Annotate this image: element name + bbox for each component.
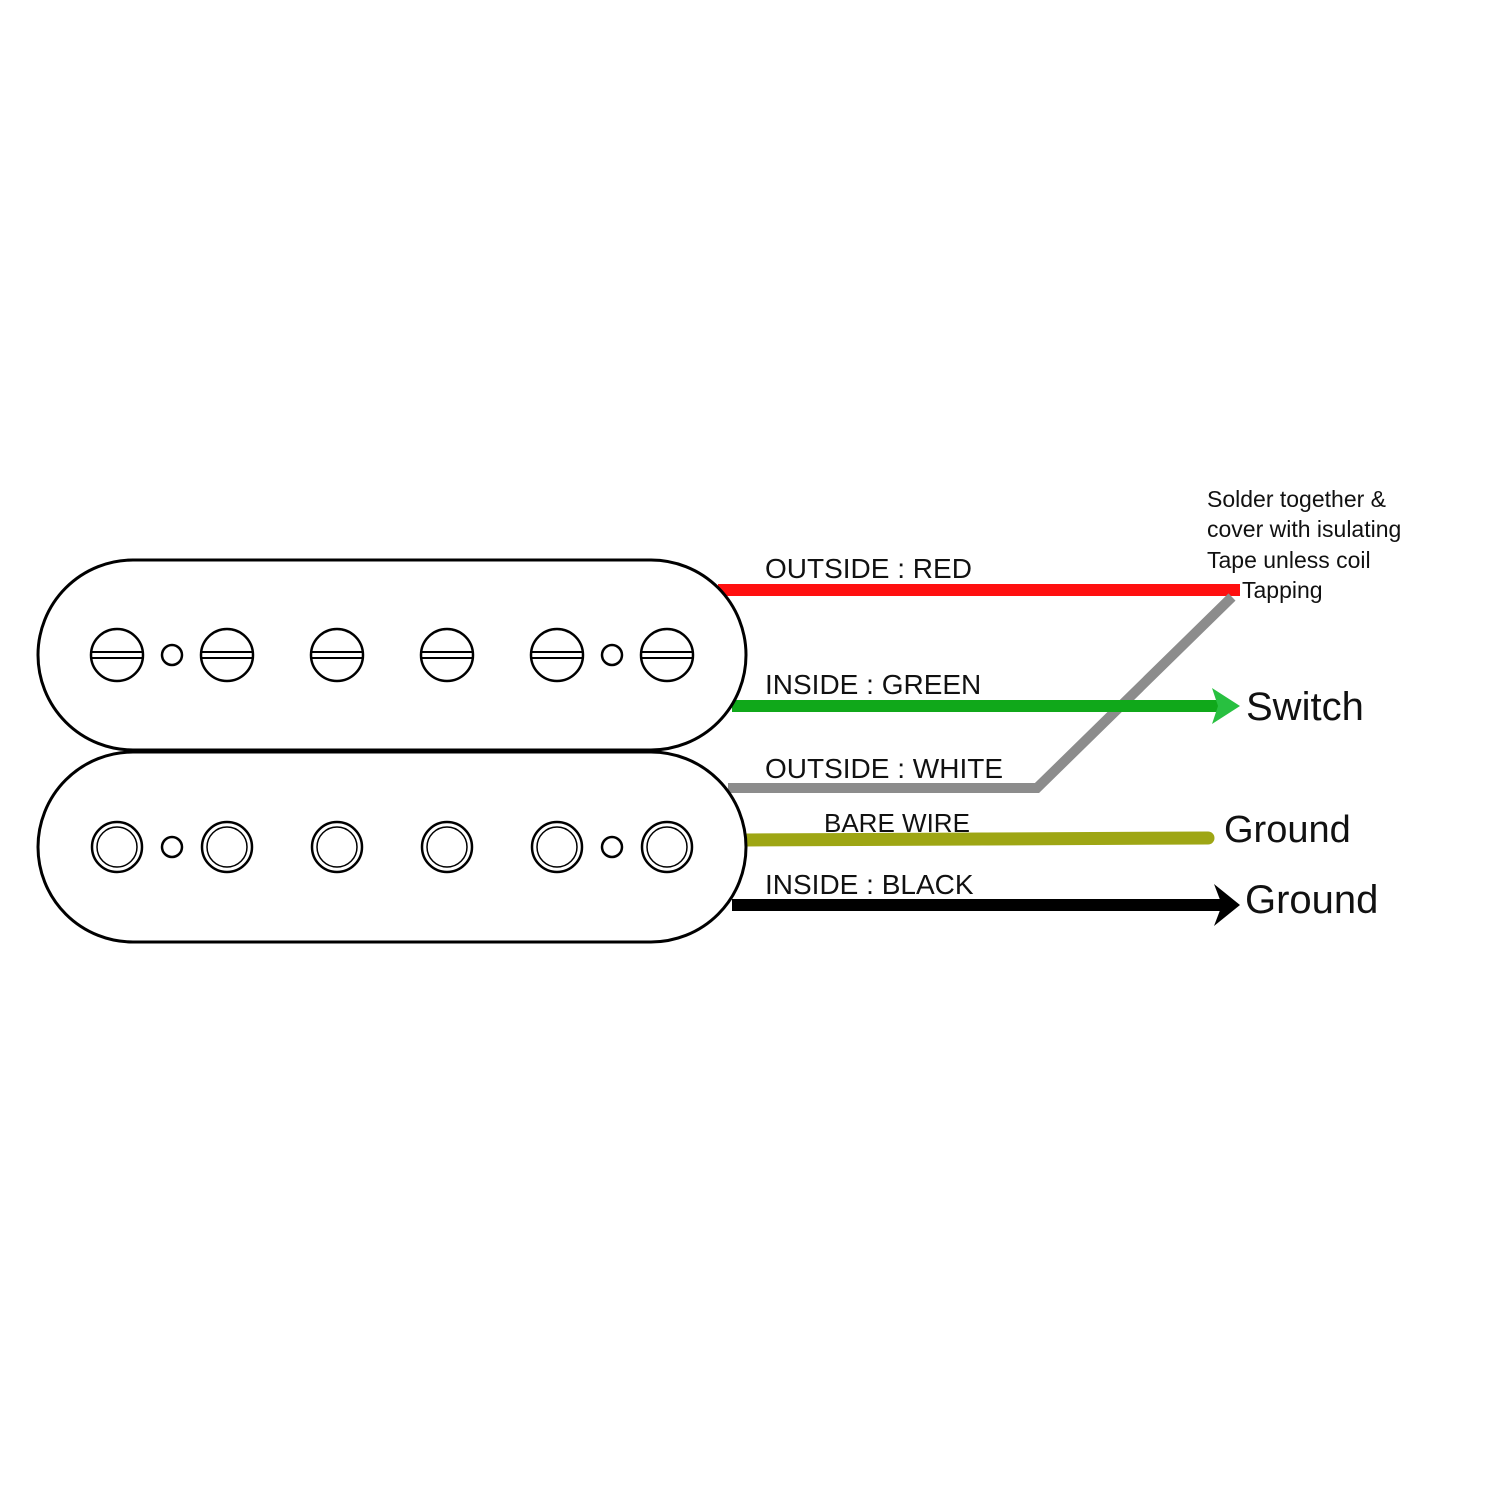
bottom-coil bbox=[36, 750, 748, 944]
solder-note-line: Tapping bbox=[1242, 577, 1323, 603]
ground-label-bare: Ground bbox=[1224, 809, 1351, 851]
slug-pole-icon bbox=[420, 820, 474, 874]
solder-note: Solder together & cover with isulating T… bbox=[1207, 486, 1401, 603]
destination-labels: Switch Ground Ground bbox=[1224, 685, 1378, 922]
top-coil-poles bbox=[89, 627, 695, 683]
slug-pole-icon bbox=[530, 820, 584, 874]
solder-note-line: Tape unless coil bbox=[1207, 547, 1371, 573]
wire-label-black: INSIDE : BLACK bbox=[765, 869, 974, 900]
solder-note-line: Solder together & bbox=[1207, 486, 1386, 512]
slotted-screw-icon bbox=[529, 627, 585, 683]
solder-note-line: cover with isulating bbox=[1207, 516, 1401, 542]
wire-label-green: INSIDE : GREEN bbox=[765, 669, 981, 700]
slotted-screw-icon bbox=[199, 627, 255, 683]
slotted-screw-icon bbox=[89, 627, 145, 683]
slotted-screw-icon bbox=[639, 627, 695, 683]
ground-label-black: Ground bbox=[1245, 878, 1378, 922]
wire-labels: OUTSIDE : RED INSIDE : GREEN OUTSIDE : W… bbox=[765, 553, 1003, 900]
wire-label-white: OUTSIDE : WHITE bbox=[765, 753, 1003, 784]
top-coil bbox=[36, 558, 748, 752]
wire-label-bare: BARE WIRE bbox=[824, 808, 970, 838]
wire-green-arrowhead bbox=[1212, 688, 1240, 724]
mount-hole-icon bbox=[600, 835, 624, 859]
slotted-screw-icon bbox=[309, 627, 365, 683]
slug-pole-icon bbox=[90, 820, 144, 874]
slug-pole-icon bbox=[200, 820, 254, 874]
slug-pole-icon bbox=[640, 820, 694, 874]
slug-pole-icon bbox=[310, 820, 364, 874]
wires bbox=[718, 584, 1240, 926]
mount-hole-icon bbox=[600, 643, 624, 667]
wire-bare bbox=[737, 831, 1215, 847]
mount-hole-icon bbox=[160, 835, 184, 859]
bottom-coil-bobbin bbox=[36, 750, 748, 944]
wire-label-red: OUTSIDE : RED bbox=[765, 553, 972, 584]
top-coil-bobbin bbox=[36, 558, 748, 752]
wire-white bbox=[728, 593, 1236, 793]
slotted-screw-icon bbox=[419, 627, 475, 683]
switch-label: Switch bbox=[1246, 685, 1364, 729]
bottom-coil-poles bbox=[90, 820, 694, 874]
mount-hole-icon bbox=[160, 643, 184, 667]
wire-black-arrowhead bbox=[1214, 884, 1240, 926]
